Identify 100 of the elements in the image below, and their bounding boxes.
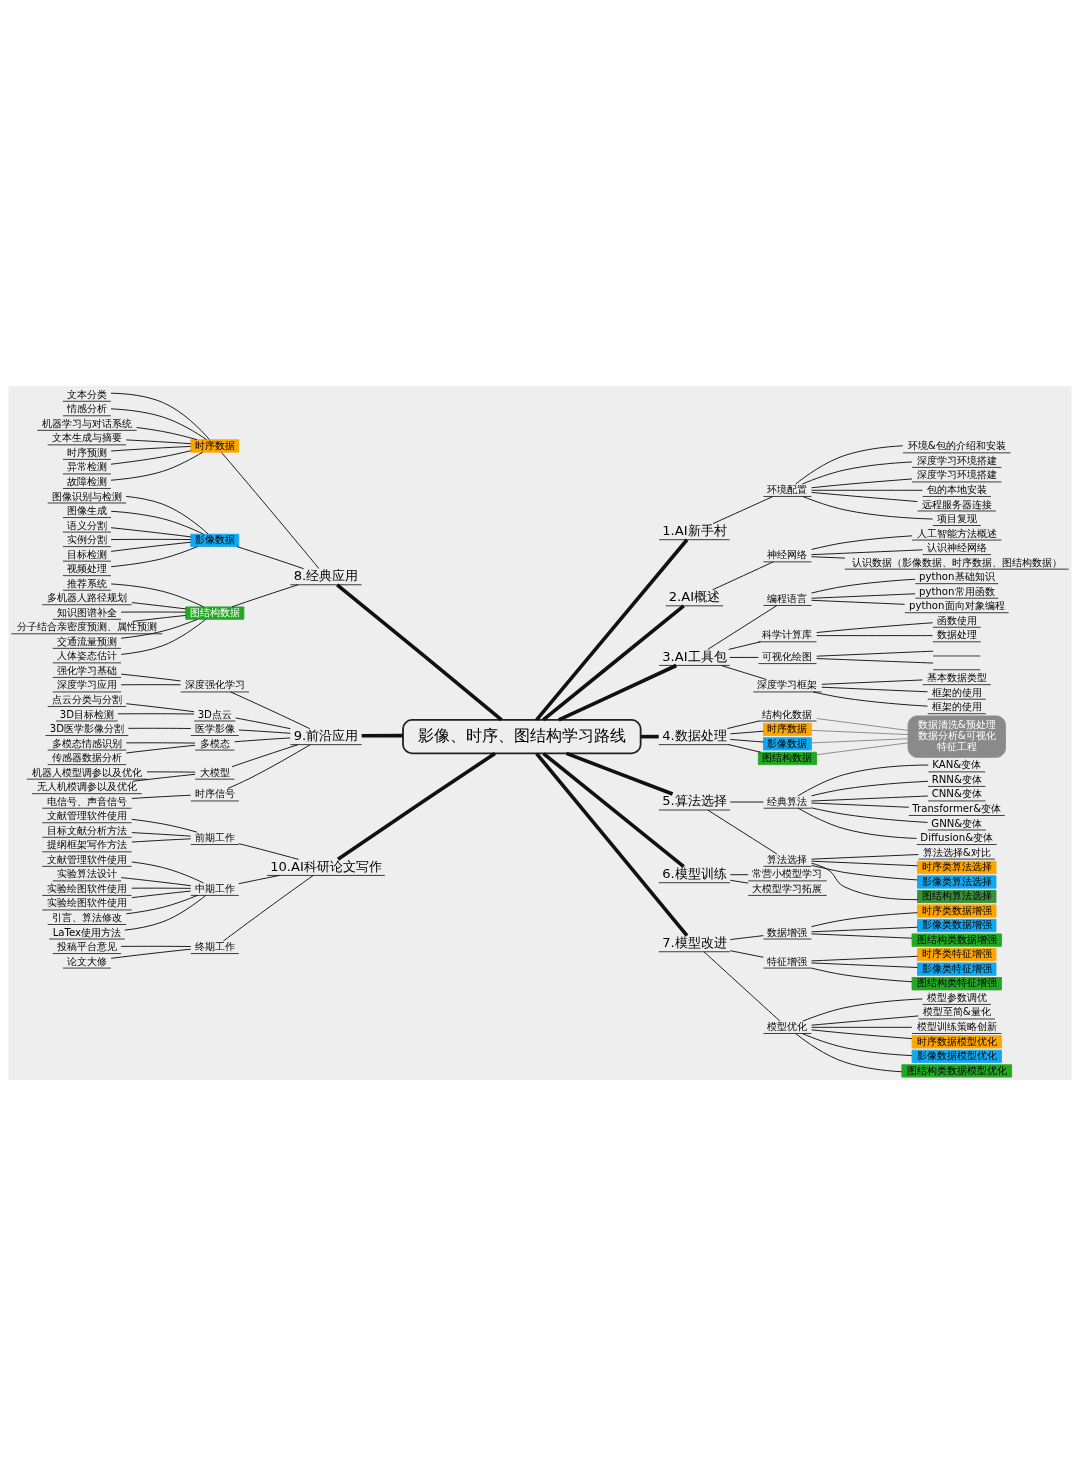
node-text: 深度学习环境搭建 [916,468,997,480]
connector [131,861,204,883]
connector [230,691,311,729]
connector [811,592,916,599]
connector [821,686,928,692]
node-box: 图结构数据 [185,606,245,620]
node-text: 时序信号 [194,787,235,799]
connector [238,842,300,860]
node-text: 函数使用 [936,614,977,626]
connector [729,656,759,658]
connector [120,876,192,886]
connector [120,611,187,613]
node-text: 人工智能方法概述 [916,527,997,539]
connector [811,802,910,808]
connector [726,720,760,729]
connector [535,538,689,721]
connector [120,945,192,947]
node-text: 机器人模型调参以及优化 [31,766,142,778]
connector [146,770,196,773]
node-text: 情感分析 [66,402,107,414]
connector [720,664,767,680]
connector [125,894,198,914]
node-text: 环境配置 [767,483,808,495]
connector [816,717,909,731]
node-text: 点云分类与分割 [51,693,122,705]
node-text: 6.模型训练 [662,865,727,881]
node-text: 4.数据处理 [662,727,727,743]
node-text: LaTex使用方法 [52,926,122,938]
node-text: 3D点云 [197,708,232,720]
node-box: 图结构类特征增强 [911,976,1002,990]
connector [120,673,182,681]
connector [117,712,195,714]
node-text: 3.AI工具包 [662,648,727,664]
connector [811,1014,919,1026]
node-text: 模型至简&量化 [922,1005,991,1017]
connector [712,495,774,524]
node-text: 多模态情感识别 [51,737,122,749]
connector [729,738,764,742]
node-text: 时序预测 [66,446,107,458]
node-text: 传感器数据分析 [51,751,122,763]
node-text: 基本数据类型 [926,671,987,683]
connector [811,864,918,880]
connector [816,657,934,664]
connector [132,614,187,622]
connector [131,818,198,833]
connector [802,997,923,1022]
node-text: 终期工作 [194,940,235,952]
node-box: 影像数据 [190,533,240,547]
node-text: 实例分割 [66,533,107,545]
node-text: 医学影像 [194,722,235,734]
connector [110,451,204,481]
connector [110,545,198,567]
connector [110,526,192,537]
connector [110,392,210,440]
node-text: 实验绘图软件使用 [46,882,127,894]
connector [811,860,918,866]
node-text: 文本分类 [66,388,107,400]
node-text: 认识神经网络 [926,541,987,553]
node-box: 图结构算法选择 [917,889,997,903]
connector [811,780,929,796]
connector [728,640,762,650]
node-text: 交通流量预测 [56,635,117,647]
connector [729,879,749,884]
connector [238,729,291,734]
connector [811,737,909,743]
connector [542,751,685,868]
connector [234,736,291,742]
connector [811,932,913,939]
node-text: Diffusion&变体 [920,831,994,843]
node-text: 多机器人路径规划 [46,591,127,603]
node-text: python常用函数 [919,585,995,597]
connector [535,751,689,937]
connector [110,407,207,440]
connector [811,578,916,594]
node-text: 大模型学习拓展 [752,882,823,894]
connector [235,717,291,729]
node-text: 神经网络 [767,548,808,560]
node-text: 无人机模调参以及优化 [36,780,137,792]
node-text: 编程语言 [767,592,808,604]
node-box: 时序类数据增强 [917,903,997,918]
node-text: 3D医学影像分割 [49,722,125,734]
node-text: 分子结合亲密度预测、属性预测 [16,620,157,632]
node-text: 图像生成 [66,504,107,516]
node-text: 9.前沿应用 [293,727,359,743]
connector [729,949,764,958]
node-text: 实验算法设计 [56,867,117,879]
connector [821,679,923,685]
connector [222,874,314,941]
node-text: 8.经典应用 [293,567,359,583]
node-text: 算法选择 [767,853,808,865]
node-text: python面向对象编程 [909,599,1005,611]
connector [812,690,929,707]
connector [811,926,918,932]
connector [811,599,906,605]
node-text: 论文大修 [66,955,107,967]
node-text: KAN&变体 [932,758,982,770]
connector [120,683,182,685]
node-text: CNN&变体 [931,787,982,799]
connector [125,744,196,753]
connector [565,751,674,796]
